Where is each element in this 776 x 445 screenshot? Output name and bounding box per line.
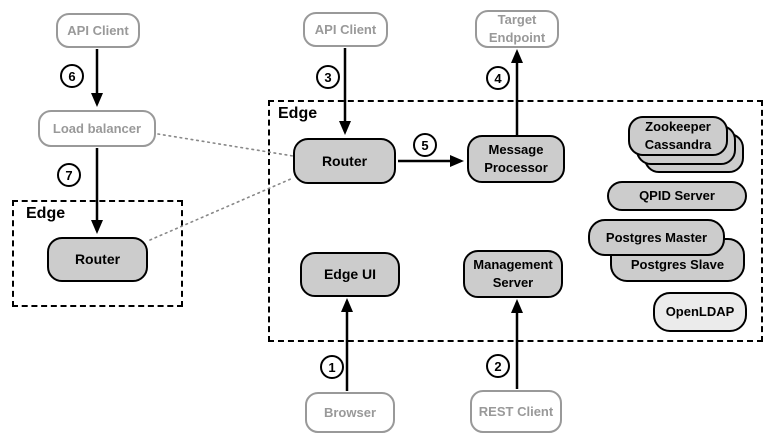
zookeeper-label: Zookeeper (645, 119, 711, 135)
node-management-server: Management Server (463, 250, 563, 298)
node-rest-client: REST Client (470, 390, 562, 433)
edge-zone-left-label: Edge (26, 205, 66, 222)
edge-zone-main (268, 100, 763, 342)
node-postgres-master: Postgres Master (588, 219, 725, 256)
step-badge-3: 3 (316, 65, 340, 89)
node-openldap: OpenLDAP (653, 292, 747, 332)
node-router-left: Router (47, 237, 148, 282)
node-target-endpoint: Target Endpoint (475, 10, 559, 48)
node-edge-ui: Edge UI (300, 252, 400, 297)
node-browser: Browser (305, 392, 395, 433)
node-zookeeper-cassandra: Zookeeper Cassandra (628, 116, 728, 156)
node-api-client-left: API Client (56, 13, 140, 48)
node-api-client-top: API Client (303, 12, 388, 47)
node-router-main: Router (293, 138, 396, 184)
step-badge-6: 6 (60, 64, 84, 88)
step-badge-5: 5 (413, 133, 437, 157)
node-load-balancer: Load balancer (38, 110, 156, 147)
cassandra-label: Cassandra (644, 137, 712, 152)
node-message-processor: Message Processor (467, 135, 565, 183)
edge-zone-main-label: Edge (278, 105, 318, 122)
node-qpid-server: QPID Server (607, 181, 747, 211)
step-badge-7: 7 (57, 163, 81, 187)
step-badge-1: 1 (320, 355, 344, 379)
step-badge-2: 2 (486, 354, 510, 378)
dotted-link-load-balancer-to-router-main (157, 133, 294, 157)
step-badge-4: 4 (486, 66, 510, 90)
dotted-link-router-left-to-router-main (149, 177, 294, 241)
